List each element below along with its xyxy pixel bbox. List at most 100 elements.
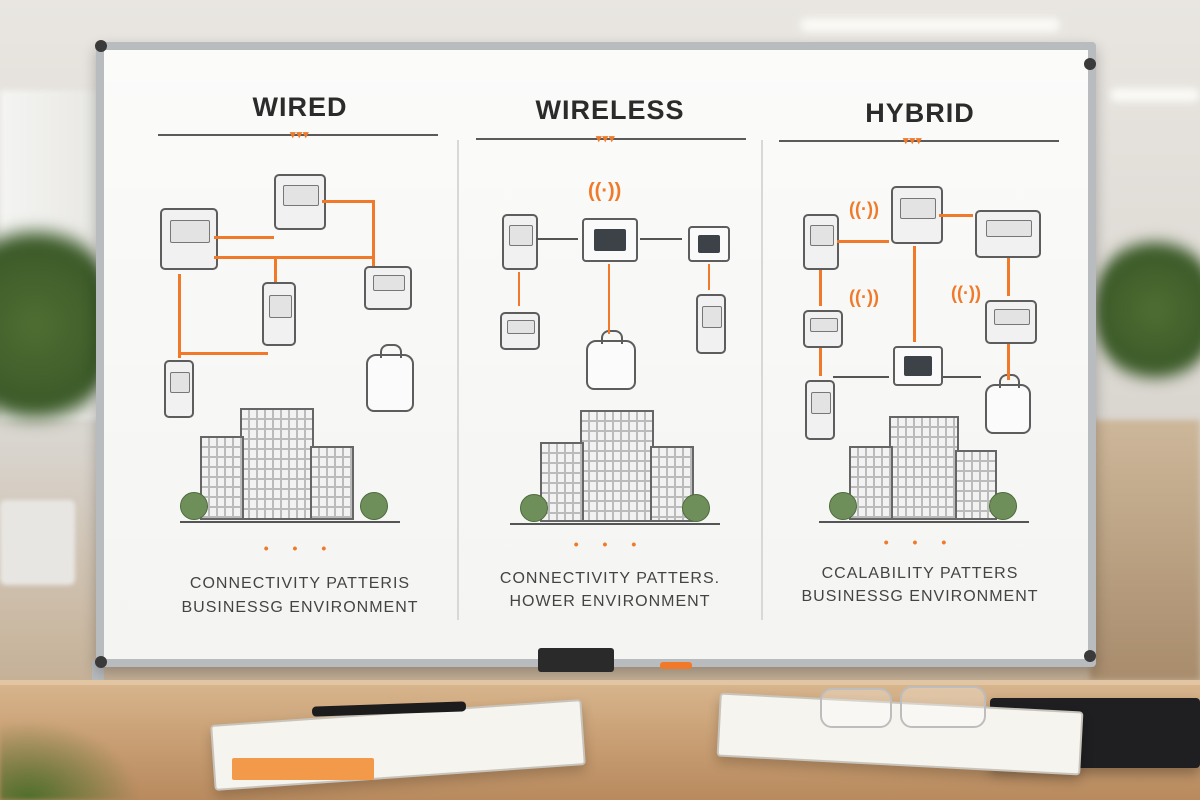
- storage-device: [586, 330, 636, 390]
- column-title: WIRED: [252, 92, 348, 122]
- signal-line: [536, 238, 578, 240]
- wifi-icon: ((·)): [849, 199, 879, 219]
- column-title: HYBRID: [865, 98, 975, 128]
- cable-line: [819, 270, 822, 306]
- handheld-device: [502, 214, 538, 270]
- caption-line-1: CONNECTIVITY PATTERS.: [499, 570, 721, 587]
- table-edge: [0, 680, 1200, 688]
- cable-line: [322, 200, 374, 203]
- tree: [682, 494, 710, 522]
- wifi-icon: ((·)): [588, 180, 622, 202]
- column-divider: [457, 140, 459, 620]
- title-rule: [158, 134, 438, 136]
- board-corner-cap: [95, 656, 107, 668]
- cable-line: [214, 236, 274, 239]
- background-desk: [1090, 420, 1200, 680]
- ceiling-light: [800, 18, 1060, 32]
- tree: [989, 492, 1017, 520]
- caption-line-2: HOWER ENVIRONMENT: [509, 593, 711, 610]
- column-title: WIRELESS: [535, 95, 685, 125]
- office-building-illustration: [510, 410, 720, 525]
- caption-line-2: BUSINESSG ENVIRONMENT: [181, 599, 419, 616]
- accent-dots: • • •: [263, 540, 337, 556]
- handheld-device: [803, 214, 839, 270]
- cable-line: [1007, 344, 1010, 380]
- column-divider: [761, 140, 763, 620]
- column-wireless: WIRELESS ▾▾▾ ((·)) • • • CONNECTIVITY PA…: [470, 50, 750, 650]
- server-device: [985, 300, 1037, 344]
- server-device: [364, 266, 412, 310]
- board-corner-cap: [95, 40, 107, 52]
- office-building-illustration: [180, 408, 400, 523]
- column-hybrid: HYBRID ▾▾▾ ((·)) ((·)) ((·)) • • • CCALA…: [775, 50, 1065, 650]
- sensor-device: [803, 310, 843, 348]
- title-rule: [779, 140, 1059, 142]
- cable-line: [214, 256, 374, 259]
- wifi-icon: ((·)): [951, 283, 981, 303]
- rule-marker: ▾▾▾: [596, 133, 616, 145]
- cable-line: [372, 200, 375, 266]
- tablet-device: [688, 226, 730, 262]
- eyeglasses: [900, 686, 986, 728]
- office-building-illustration: [819, 416, 1029, 523]
- column-wired: WIRED ▾▾▾ • • • CONNECTIVITY PATTERIS BU…: [150, 50, 450, 650]
- switch-device: [274, 174, 326, 230]
- cable-line: [274, 256, 277, 282]
- controller-display: [893, 346, 943, 386]
- cable-line: [939, 214, 973, 217]
- ground-line: [819, 521, 1029, 523]
- foreground-plant: [0, 720, 140, 800]
- tree: [360, 492, 388, 520]
- caption-line-1: CONNECTIVITY PATTERIS: [189, 575, 411, 592]
- ceiling-light: [1110, 88, 1200, 102]
- sensor-device: [500, 312, 540, 350]
- building-tower: [580, 410, 654, 522]
- cable-line: [837, 240, 889, 243]
- server-device: [975, 210, 1041, 258]
- controller-display: [582, 218, 638, 262]
- switch-device: [891, 186, 943, 244]
- ground-line: [510, 523, 720, 525]
- signal-line: [608, 264, 610, 334]
- plant-pot: [0, 500, 75, 585]
- building-tower: [955, 450, 997, 520]
- cable-line: [178, 274, 181, 358]
- sticky-note: [232, 758, 374, 780]
- building-tower: [889, 416, 959, 520]
- cable-line: [833, 376, 889, 378]
- handheld-device: [696, 294, 726, 354]
- router-device: [160, 208, 218, 270]
- rule-marker: ▾▾▾: [290, 129, 310, 141]
- caption-line-1: CCALABILITY PATTERS: [821, 565, 1019, 582]
- access-point-device: [262, 282, 296, 346]
- cable-line: [943, 376, 981, 378]
- board-marker: [660, 662, 692, 669]
- signal-line: [518, 272, 520, 306]
- wifi-icon: ((·)): [849, 287, 879, 307]
- caption-line-2: BUSINESSG ENVIRONMENT: [801, 588, 1039, 605]
- ground-line: [180, 521, 400, 523]
- tree: [829, 492, 857, 520]
- cable-line: [819, 348, 822, 376]
- accent-dots: • • •: [573, 536, 647, 552]
- signal-line: [640, 238, 682, 240]
- tree: [520, 494, 548, 522]
- accent-dots: • • •: [883, 534, 957, 550]
- building-tower: [540, 442, 584, 522]
- eraser-clip: [538, 648, 614, 672]
- cable-line: [913, 246, 916, 342]
- rule-marker: ▾▾▾: [903, 135, 923, 147]
- handheld-device: [164, 360, 194, 418]
- tree: [180, 492, 208, 520]
- eyeglasses: [820, 688, 892, 728]
- handheld-device: [805, 380, 835, 440]
- building-tower: [310, 446, 354, 520]
- storage-device: [366, 344, 414, 412]
- board-corner-cap: [1084, 650, 1096, 662]
- board-corner-cap: [1084, 58, 1096, 70]
- building-tower: [240, 408, 314, 520]
- storage-device: [985, 374, 1031, 434]
- background-plant: [1095, 230, 1200, 390]
- building-tower: [200, 436, 244, 520]
- signal-line: [708, 264, 710, 290]
